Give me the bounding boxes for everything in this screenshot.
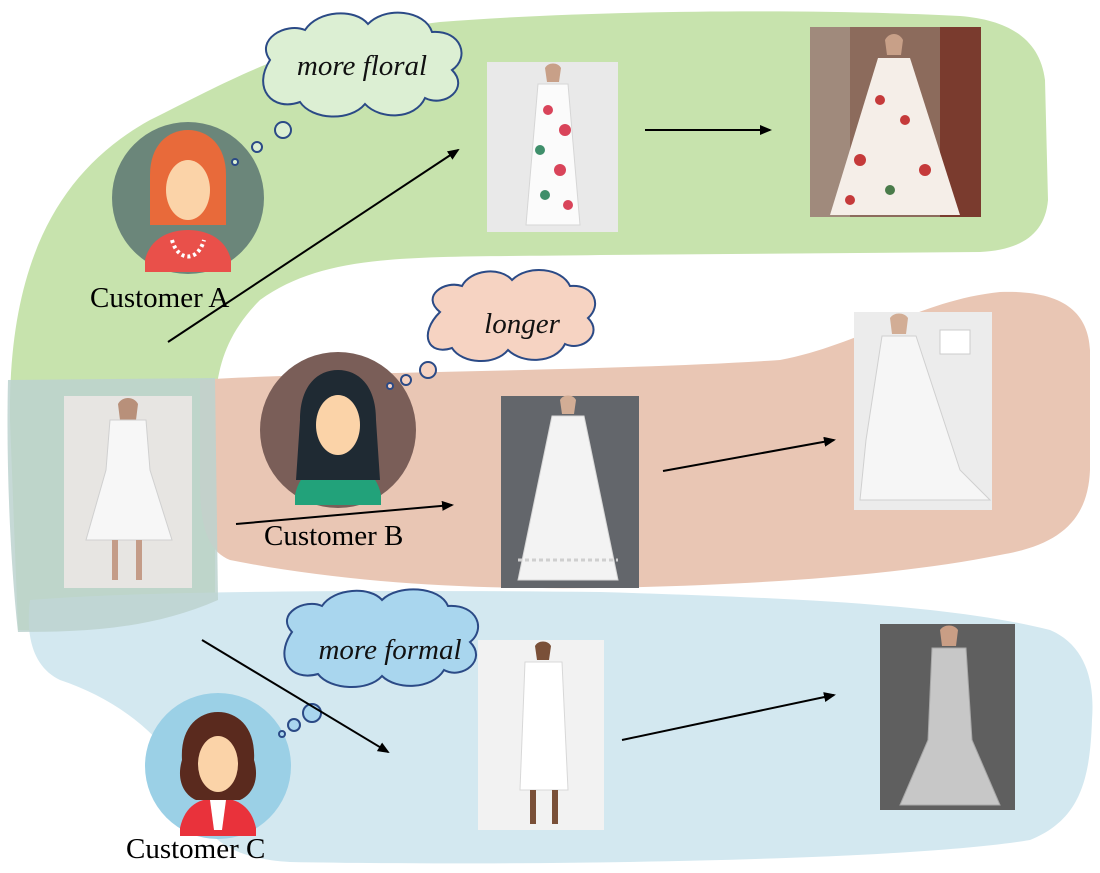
thought-cloud-customer-a [231,11,463,166]
photo-white-sheath-dress [478,640,604,830]
thought-text-customer-c: more formal [318,634,462,666]
label-customer-b: Customer B [264,520,404,552]
band-customer-a [9,11,1049,631]
avatar-customer-b [260,352,416,508]
photo-floral-dress-2 [810,27,981,217]
label-customer-c: Customer C [126,833,266,865]
label-customer-a: Customer A [90,282,230,314]
photo-source-dress [64,396,192,588]
thought-text-customer-b: longer [484,308,560,340]
avatar-customer-c [145,693,291,839]
photo-formal-gown [880,624,1015,810]
thought-text-customer-a: more floral [296,50,428,82]
arrow-source-to-lace [235,500,454,525]
arrow-sheath-to-formal [621,692,836,741]
photo-floral-dress-1 [487,62,618,232]
arrow-lace-to-gown [662,436,836,472]
thought-cloud-customer-b [386,268,597,390]
photo-wedding-gown [854,312,992,510]
photo-long-lace-dress-1 [501,395,639,588]
arrow-source-to-sheath [201,639,390,754]
arrow-source-to-floral [167,148,460,343]
avatar-customer-a [112,122,264,274]
